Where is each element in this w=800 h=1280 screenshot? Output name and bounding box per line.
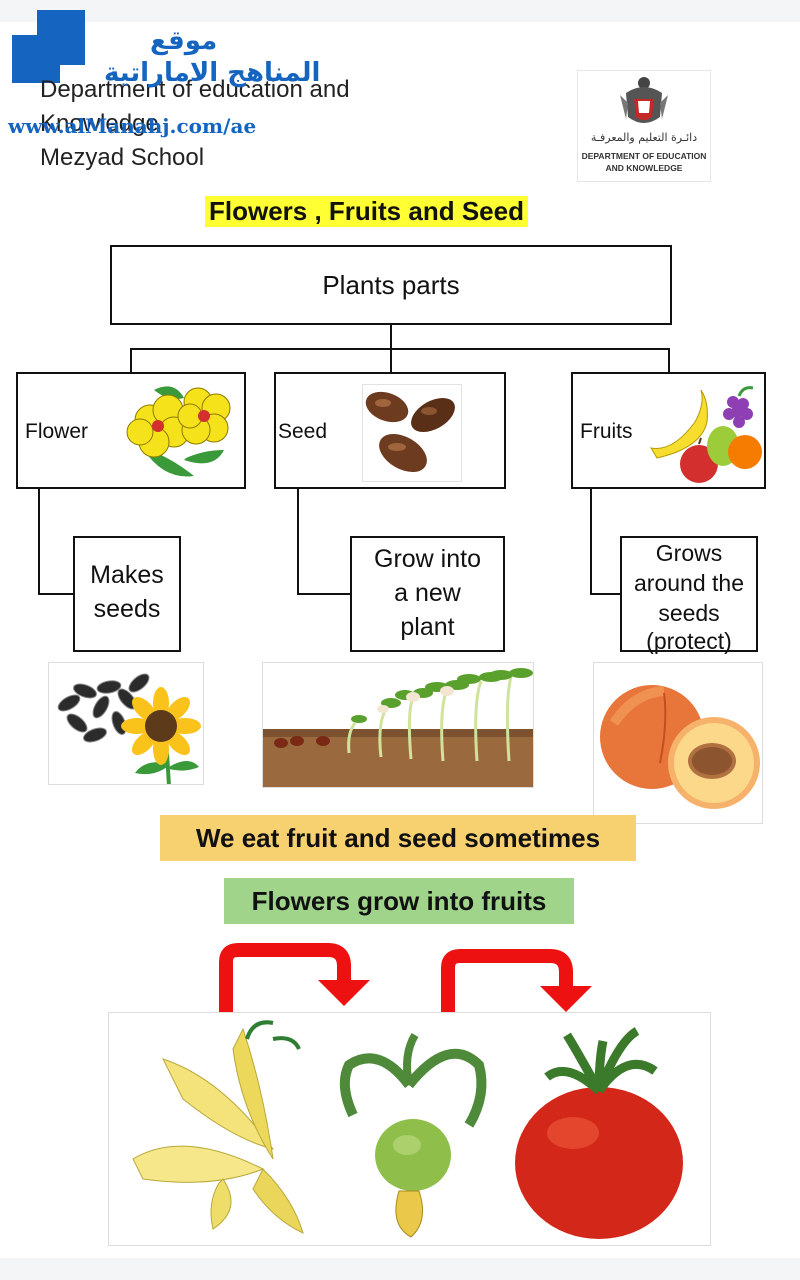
fruits-connector-down — [590, 489, 592, 594]
logo-arabic-text: دائـرة التعليم والمعرفـة — [590, 131, 698, 144]
flower-connector-right — [38, 593, 74, 595]
category-fruits-label: Fruits — [580, 420, 633, 443]
peach-image — [593, 662, 763, 824]
fruits-description-line-1: Grows — [655, 540, 723, 566]
header-line-1: Department of education and — [40, 76, 350, 103]
seed-connector-down — [297, 489, 299, 594]
seed-description-line-3: plant — [400, 613, 455, 641]
fruits-description-line-3: seeds — [658, 600, 720, 626]
fruit-basket-icon — [650, 386, 762, 483]
department-logo: دائـرة التعليم والمعرفـة DEPARTMENT OF E… — [577, 70, 711, 182]
category-fruits: Fruits — [571, 372, 766, 489]
header-line-2: Knowledge — [40, 110, 159, 137]
header-line-3: Mezyad School — [40, 144, 205, 171]
root-node: Plants parts — [110, 245, 672, 325]
connector-to-flower — [130, 348, 132, 372]
seed-description-line-2: a new — [394, 579, 461, 607]
young-fruit-icon — [339, 1032, 487, 1238]
fruits-connector-right — [590, 593, 621, 595]
logo-english-line-1: DEPARTMENT OF EDUCATION — [581, 151, 707, 161]
arrow-flower-to-young-fruit-icon — [219, 943, 370, 1020]
arrow-young-fruit-to-tomato-icon — [441, 949, 592, 1026]
connector-horizontal — [130, 348, 670, 350]
flower-description-line-2: seeds — [93, 595, 161, 623]
seedlings-image — [262, 662, 534, 788]
category-flower-label: Flower — [25, 420, 89, 443]
sunflower-seeds-image — [48, 662, 204, 785]
flower-description-box: Makes seeds — [73, 536, 181, 652]
brown-beans-icon — [365, 391, 455, 472]
watermark-logo-icon — [12, 10, 87, 95]
watermark-arabic-2: المناهج الاماراتية — [104, 58, 321, 88]
watermark-url: www.alManahj.com/ae — [8, 114, 257, 138]
connector-root-down — [390, 325, 392, 349]
tomato-icon — [515, 1027, 683, 1239]
seed-description-box: Grow into a new plant — [350, 536, 505, 652]
connector-to-seed — [390, 348, 392, 372]
logo-english-line-2: AND KNOWLEDGE — [605, 163, 683, 173]
connector-to-fruits — [668, 348, 670, 372]
category-seed-label: Seed — [278, 420, 328, 443]
falcon-emblem-icon — [620, 77, 668, 123]
flower-connector-down — [38, 489, 40, 594]
hibiscus-flowers-icon — [126, 386, 231, 477]
category-seed: Seed — [274, 372, 506, 489]
root-node-label: Plants parts — [322, 269, 460, 300]
seedlings-growing-icon — [263, 668, 533, 787]
page-title: Flowers , Fruits and Seed — [205, 196, 528, 227]
grow-note: Flowers grow into fruits — [224, 878, 574, 924]
category-flower: Flower — [16, 372, 246, 489]
document-page: Department of education and Knowledge Me… — [0, 10, 800, 1258]
flower-to-fruit-sequence-image — [108, 1012, 711, 1246]
fruits-description-box: Grows around the seeds (protect) — [620, 536, 758, 654]
peach-cut-half-icon — [600, 685, 760, 809]
fruits-description-line-2: around the — [634, 570, 744, 596]
sunflower-with-seeds-icon — [57, 673, 201, 784]
seed-description-line-1: Grow into — [374, 545, 481, 573]
eat-note: We eat fruit and seed sometimes — [160, 815, 636, 861]
seed-connector-right — [297, 593, 351, 595]
flower-description-line-1: Makes — [90, 561, 164, 589]
watermark-arabic-1: موقع — [150, 26, 218, 56]
beans-image-frame — [362, 384, 462, 482]
fruits-description-line-4: (protect) — [646, 628, 732, 654]
flower-bloom-icon — [132, 1020, 304, 1234]
